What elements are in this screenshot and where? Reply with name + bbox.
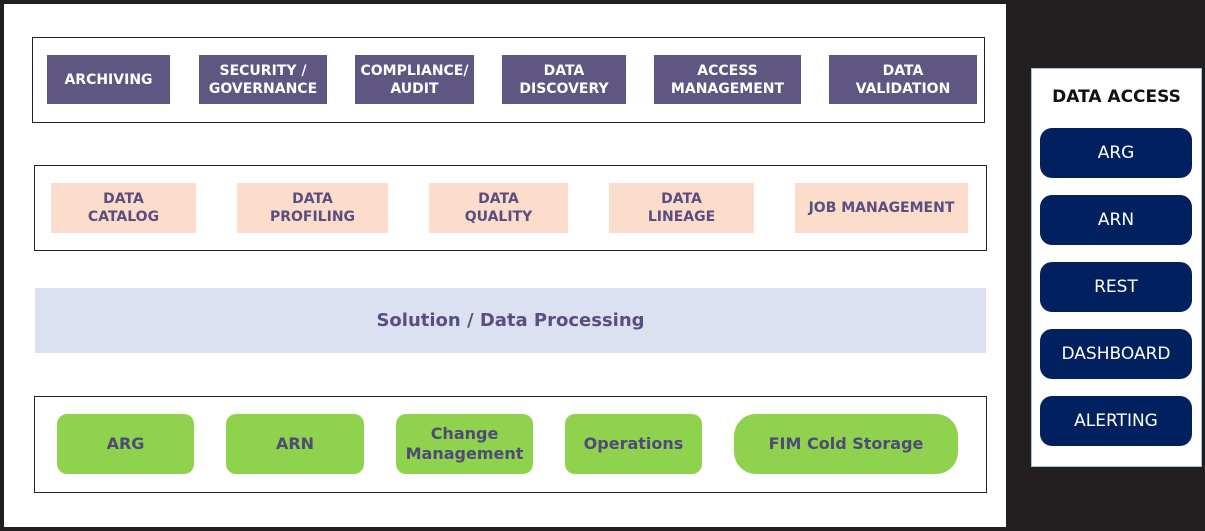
access-dashboard-label: DASHBOARD <box>1061 344 1171 364</box>
access-rest-box: REST <box>1040 262 1192 312</box>
data-access-title: DATA ACCESS <box>1052 87 1181 107</box>
security-governance-box: SECURITY / GOVERNANCE <box>199 55 327 104</box>
fim-cold-storage-label: FIM Cold Storage <box>768 434 924 453</box>
operations-label: Operations <box>583 434 684 453</box>
job-management-label: JOB MANAGEMENT <box>808 200 955 216</box>
compliance-audit-label: COMPLIANCE/ AUDIT <box>360 62 469 97</box>
archiving-label: ARCHIVING <box>64 71 153 88</box>
access-arg-box: ARG <box>1040 128 1192 178</box>
fim-cold-storage-box: FIM Cold Storage <box>734 414 958 474</box>
change-management-box: Change Management <box>396 414 533 474</box>
access-rest-label: REST <box>1094 277 1138 297</box>
data-catalog-box: DATA CATALOG <box>51 183 196 233</box>
compliance-audit-box: COMPLIANCE/ AUDIT <box>355 55 474 104</box>
data-quality-label: DATA QUALITY <box>464 191 533 225</box>
access-dashboard-box: DASHBOARD <box>1040 329 1192 379</box>
operations-box: Operations <box>565 414 702 474</box>
access-arn-label: ARN <box>1097 210 1135 230</box>
access-alerting-label: ALERTING <box>1074 411 1158 431</box>
data-processing-label: Solution / Data Processing <box>376 310 645 331</box>
access-arn-box: ARN <box>1040 195 1192 245</box>
data-quality-box: DATA QUALITY <box>429 183 568 233</box>
arn-source-box: ARN <box>226 414 364 474</box>
data-discovery-box: DATA DISCOVERY <box>502 55 626 104</box>
data-profiling-box: DATA PROFILING <box>237 183 388 233</box>
data-lineage-box: DATA LINEAGE <box>609 183 754 233</box>
data-lineage-label: DATA LINEAGE <box>647 191 716 225</box>
data-processing-band: Solution / Data Processing <box>35 288 986 353</box>
data-profiling-label: DATA PROFILING <box>269 191 356 225</box>
access-management-box: ACCESS MANAGEMENT <box>654 55 801 104</box>
data-discovery-label: DATA DISCOVERY <box>519 62 609 97</box>
data-validation-box: DATA VALIDATION <box>829 55 977 104</box>
access-arg-label: ARG <box>1097 143 1135 163</box>
data-access-panel: DATA ACCESS ARG ARN REST DASHBOARD ALERT… <box>1031 68 1202 467</box>
data-catalog-label: DATA CATALOG <box>87 191 160 225</box>
change-management-label: Change Management <box>405 424 524 463</box>
access-management-label: ACCESS MANAGEMENT <box>670 62 785 97</box>
data-validation-label: DATA VALIDATION <box>855 62 951 97</box>
archiving-box: ARCHIVING <box>47 55 170 104</box>
security-governance-label: SECURITY / GOVERNANCE <box>208 62 318 97</box>
access-alerting-box: ALERTING <box>1040 396 1192 446</box>
arn-source-label: ARN <box>275 434 315 453</box>
job-management-box: JOB MANAGEMENT <box>795 183 968 233</box>
arg-source-box: ARG <box>57 414 194 474</box>
arg-source-label: ARG <box>106 434 145 453</box>
